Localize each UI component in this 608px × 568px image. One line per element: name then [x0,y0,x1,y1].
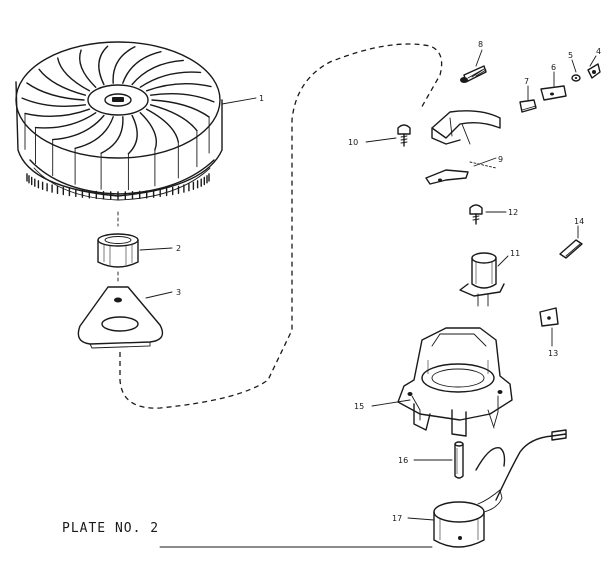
key-plate [77,286,164,349]
flywheel-fin [149,93,215,103]
callout-1: 1 [259,94,264,103]
contact-point [519,99,537,113]
flywheel-fin [139,112,158,151]
flywheel-fin [122,51,162,84]
flywheel-fin [78,49,97,88]
plate-title: PLATE NO. 2 [62,521,160,536]
flywheel-fin [74,116,114,149]
flywheel-fin [139,71,202,88]
flywheel-fin [38,68,87,96]
flywheel-fin [145,108,179,143]
callout-3: 3 [176,288,181,297]
flywheel-fin [21,97,87,107]
callout-11: 11 [510,249,520,258]
wire-clip [559,239,583,259]
callout-4: 4 [596,47,601,56]
callout-14: 14 [574,217,584,226]
breaker-bracket [431,110,501,145]
callout-17: 17 [392,514,402,523]
callout-7: 7 [524,77,529,86]
contact-set [540,85,567,101]
flywheel-fin [26,82,85,101]
flywheel-fin [57,57,91,92]
spacer [97,233,139,268]
callout-2: 2 [176,244,181,253]
callout-13: 13 [548,349,558,358]
callout-6: 6 [551,63,556,72]
shaft-pin [454,441,464,479]
flywheel-fin [52,114,105,141]
leader-lines [139,49,597,521]
flywheel-fin [131,59,184,86]
flywheel-fin [98,45,109,86]
stator-plate [397,327,513,437]
cap [587,63,601,79]
spring-clip [425,161,497,185]
callout-12: 12 [508,208,518,217]
flywheel-fin [34,112,97,129]
flywheel-fin [112,46,136,84]
flywheel-fin [149,104,198,132]
flywheel-fin [151,99,210,118]
condenser [459,252,505,307]
callout-8: 8 [478,40,483,49]
flywheel-fin [127,114,138,155]
bolt [460,65,487,83]
flywheel-fin [145,83,212,92]
flywheel [15,41,223,201]
coil [433,429,567,548]
flywheel-fin [100,116,124,154]
flywheel-fin [24,108,91,117]
callout-15: 15 [354,402,364,411]
callout-9: 9 [498,155,503,164]
callout-16: 16 [398,456,408,465]
washer [571,74,581,82]
callout-10: 10 [348,138,358,147]
screw-10 [397,124,411,147]
alignment-line [119,43,443,409]
gasket [539,307,559,327]
screw-12 [469,204,483,225]
callout-5: 5 [568,51,573,60]
